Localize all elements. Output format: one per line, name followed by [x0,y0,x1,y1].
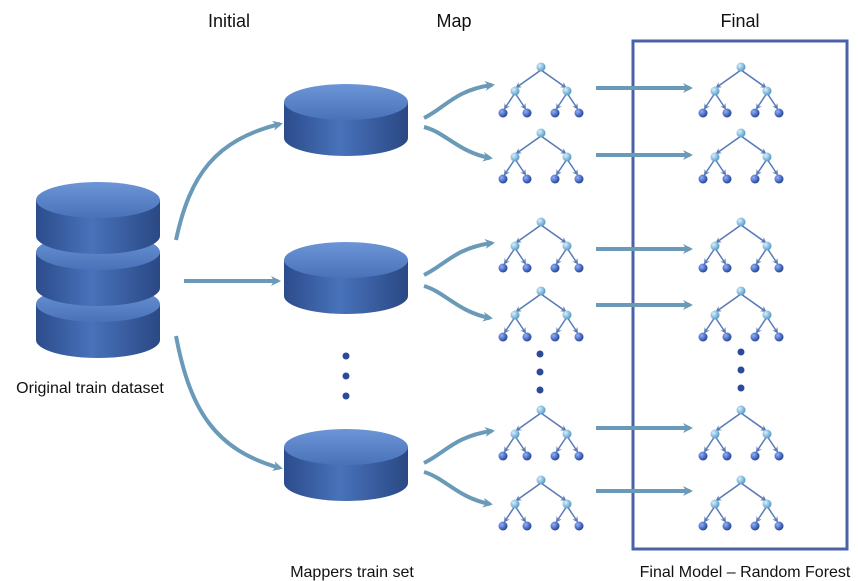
final-model-label: Final Model – Random Forest [640,564,851,581]
map-arrow [423,284,493,322]
map-arrows [423,80,495,508]
mappers-train-set-label: Mappers train set [290,564,414,581]
database-cylinder-icon [284,84,408,156]
decision-tree-icon [699,218,784,273]
split-arrow-1 [174,120,283,241]
decision-tree-icon [699,63,784,118]
database-cylinder-icon [284,429,408,501]
reduce-arrows [596,83,693,496]
decision-tree-icon [499,406,584,461]
final-model-frame [631,39,849,551]
split-arrow-3 [174,335,283,471]
original-dataset-label: Original train dataset [16,380,164,397]
decision-tree-icon [499,287,584,342]
header-initial: Initial [208,11,250,31]
header-map: Map [436,11,471,31]
decision-tree-icon [699,287,784,342]
split-arrows [174,120,283,471]
ellipsis-dots-icon [342,352,350,400]
database-stack-icon [36,182,160,358]
decision-tree-icon [499,63,584,118]
ellipsis-dots-icon [737,348,745,392]
database-cylinder-icon [284,242,408,314]
ellipsis-dots-icon [536,350,544,394]
decision-tree-icon [699,129,784,184]
decision-tree-icon [699,476,784,531]
decision-tree-icon [499,218,584,273]
decision-tree-icon [699,406,784,461]
map-arrow [423,470,493,508]
map-arrow [423,426,495,465]
map-arrow [423,125,493,162]
map-arrow [423,80,495,120]
decision-tree-icon [499,476,584,531]
decision-tree-icon [499,129,584,184]
map-arrow [423,238,495,277]
header-final: Final [720,11,759,31]
